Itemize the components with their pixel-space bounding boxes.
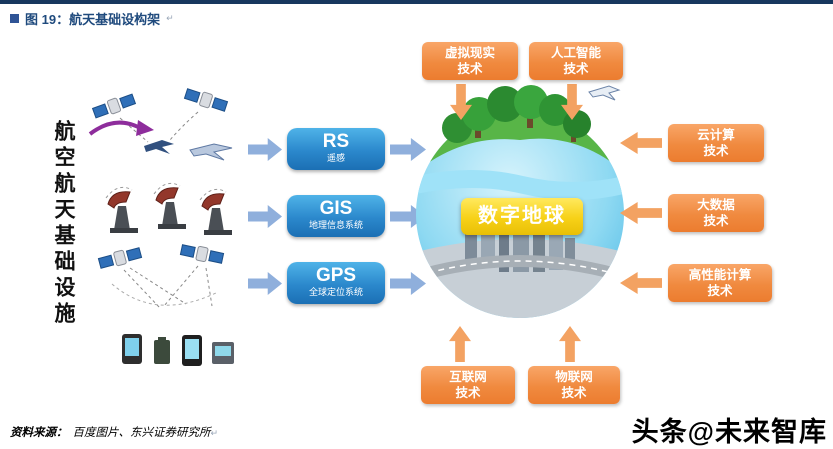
figure-title-row: 图 19：航天基础设构架 ↵ xyxy=(10,9,174,28)
gis-abbr: GIS xyxy=(319,198,353,219)
antenna-dish-icon xyxy=(153,182,186,229)
tech-box-vr-line2: 技术 xyxy=(457,62,483,76)
tech-box-cloud: 云计算 技术 xyxy=(668,124,764,162)
tech-box-internet: 互联网 技术 xyxy=(421,366,515,404)
aerospace-infrastructure-label: 航空航天基础设施 xyxy=(52,120,75,328)
figure-title: 图 19：航天基础设构架 xyxy=(25,12,161,27)
battery-icon xyxy=(154,337,170,364)
rs-box: RS 遥感 xyxy=(287,128,385,170)
tech-box-hpc-line2: 技术 xyxy=(707,284,733,298)
arrow-stations-to-gis xyxy=(248,205,282,228)
paragraph-return-mark: ↵ xyxy=(210,428,219,438)
arrow-satellites-to-rs xyxy=(248,138,282,161)
satellite-icon xyxy=(91,93,137,119)
gis-box: GIS 地理信息系统 xyxy=(287,195,385,237)
satellite-icon xyxy=(183,88,229,112)
tech-box-iot: 物联网 技术 xyxy=(528,366,620,404)
tech-box-bigdata: 大数据 技术 xyxy=(668,194,764,232)
arrow-satellites-to-gps xyxy=(248,272,282,295)
tech-box-hpc: 高性能计算 技术 xyxy=(668,264,772,302)
paragraph-return-mark: ↵ xyxy=(166,13,174,23)
gps-abbr: GPS xyxy=(315,265,357,286)
tech-box-iot-line2: 技术 xyxy=(561,386,587,400)
tech-box-ai-line1: 人工智能 xyxy=(550,46,601,60)
airliner-icon xyxy=(189,143,233,161)
tech-box-ai: 人工智能 技术 xyxy=(529,42,623,80)
satellite-aircraft-cluster-image xyxy=(88,88,233,161)
ground-stations-image xyxy=(105,182,232,235)
tech-box-bigdata-line1: 大数据 xyxy=(697,198,735,212)
antenna-dish-icon xyxy=(199,188,232,235)
tech-box-bigdata-line2: 技术 xyxy=(703,214,729,228)
river-icon xyxy=(416,170,624,200)
airplane-icon xyxy=(588,85,621,101)
purple-swoosh-arrow xyxy=(88,120,143,136)
tech-box-hpc-line1: 高性能计算 xyxy=(688,268,752,282)
digital-earth-label: 数字地球 xyxy=(461,198,583,235)
smartphone-icon xyxy=(182,335,202,366)
watermark: 头条@未来智库 xyxy=(631,417,827,447)
tech-box-vr: 虚拟现实 技术 xyxy=(422,42,518,80)
gps-name: 全球定位系统 xyxy=(308,287,363,297)
tech-box-vr-line1: 虚拟现实 xyxy=(444,46,495,60)
tech-box-ai-line2: 技术 xyxy=(563,62,589,76)
title-bullet-icon xyxy=(10,14,19,23)
fighter-jet-icon xyxy=(144,140,174,154)
gps-device-icon xyxy=(122,334,142,364)
tech-box-internet-line2: 技术 xyxy=(455,386,481,400)
mobile-devices-image xyxy=(122,334,234,366)
tech-box-internet-line1: 互联网 xyxy=(449,370,487,384)
header-bar xyxy=(0,0,833,4)
rs-name: 遥感 xyxy=(326,153,345,163)
tech-box-cloud-line1: 云计算 xyxy=(697,128,735,142)
navigator-icon xyxy=(212,342,234,364)
antenna-dish-icon xyxy=(105,186,138,233)
source-text: 百度图片、东兴证券研究所 xyxy=(72,427,211,439)
gps-box: GPS 全球定位系统 xyxy=(287,262,385,304)
satellite-pair-image xyxy=(97,244,225,309)
tech-box-iot-line1: 物联网 xyxy=(555,370,593,384)
source-row: 资料来源： 百度图片、东兴证券研究所 ↵ xyxy=(10,424,218,440)
tech-box-cloud-line2: 技术 xyxy=(703,144,729,158)
rs-abbr: RS xyxy=(322,131,350,152)
source-label: 资料来源： xyxy=(10,427,68,439)
satellite-icon xyxy=(97,247,143,269)
gis-name: 地理信息系统 xyxy=(308,220,363,230)
satellite-icon xyxy=(179,244,225,264)
